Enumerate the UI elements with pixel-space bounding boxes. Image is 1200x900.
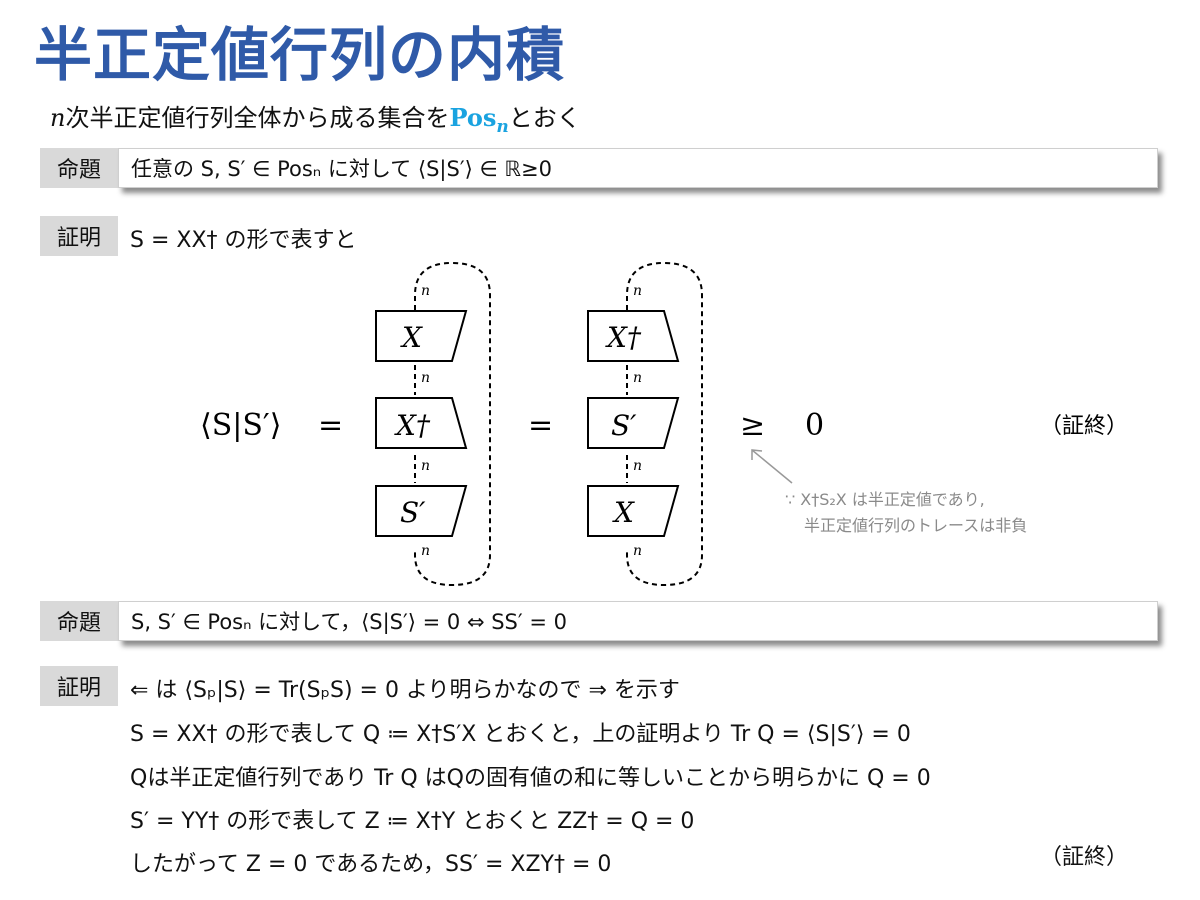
right-box-1-label: X† (605, 321, 642, 354)
qed-1: （証終） (1040, 414, 1128, 439)
wire-label-l4: n (421, 543, 430, 559)
note-line-1: ∵ X†S₂X は半正定値であり, (785, 490, 985, 509)
note-arrow (751, 449, 793, 484)
prop2-box: S, S′ ∈ Posₙ に対して，⟨S|S′⟩ = 0 ⇔ SS′ = 0 (118, 601, 1158, 641)
intro-var: n (50, 104, 66, 132)
left-box-1 (375, 310, 468, 362)
prop1-text: 任意の S, S′ ∈ Posₙ に対して ⟨S|S′⟩ ∈ ℝ≥0 (131, 157, 553, 181)
wire-label-l1: n (421, 283, 430, 299)
page-title: 半正定値行列の内積 (34, 21, 566, 89)
proof2-line-5: したがって Z = 0 であるため，SS′ = XZY† = 0 (130, 852, 612, 877)
wire-label-r2: n (633, 370, 642, 386)
left-loop (414, 261, 491, 587)
right-box-3 (587, 485, 680, 537)
proof1-tag: 証明 (40, 216, 118, 256)
right-loop (626, 261, 703, 587)
intro-line: n次半正定値行列全体から成る集合をPosnとおく (50, 98, 581, 137)
tensor-diagram: ⟨S|S′⟩ = = ≥ 0 X X† S′ X† S′ X n n n n n… (200, 261, 1128, 587)
right-box-2 (587, 397, 680, 449)
pos-subscript: n (496, 116, 509, 137)
left-box-3-label: S′ (400, 496, 426, 529)
prop2-text: S, S′ ∈ Posₙ に対して，⟨S|S′⟩ = 0 ⇔ SS′ = 0 (131, 610, 567, 634)
wire-label-r4: n (633, 543, 642, 559)
right-box-3-label: X (612, 496, 635, 529)
left-box-1-label: X (400, 321, 423, 354)
qed-2: （証終） (1040, 845, 1129, 870)
eq-sign-1: = (318, 408, 343, 443)
intro-text: 次半正定値行列全体から成る集合を (65, 104, 450, 132)
left-box-2 (375, 397, 468, 449)
left-box-3 (375, 485, 468, 537)
note-line-2: 半正定値行列のトレースは非負 (804, 516, 1027, 535)
prop1-tag: 命題 (40, 148, 118, 188)
intro-tail: とおく (508, 104, 581, 132)
prop1-box: 任意の S, S′ ∈ Posₙ に対して ⟨S|S′⟩ ∈ ℝ≥0 (118, 148, 1158, 188)
eq-sign-2: = (528, 408, 553, 443)
left-box-2-label: X† (394, 409, 431, 442)
right-box-1 (587, 310, 680, 362)
zero-value: 0 (805, 408, 824, 443)
proof2-line-1: ⇐ は ⟨Sₚ|S⟩ = Tr(SₚS) = 0 より明らかなので ⇒ を示す (130, 678, 680, 703)
lhs-expr: ⟨S|S′⟩ (200, 408, 281, 443)
proof2-line-4: S′ = YY† の形で表して Z ≔ X†Y とおくと ZZ† = Q = 0 (130, 809, 695, 834)
proof2-line-3: Qは半正定値行列であり Tr Q はQの固有値の和に等しいことから明らかに Q … (130, 766, 931, 791)
ge-sign: ≥ (740, 408, 765, 443)
proof2-line-2: S = XX† の形で表して Q ≔ X†S′X とおくと，上の証明より Tr … (130, 722, 911, 747)
proof1-text: S = XX† の形で表すと (130, 228, 357, 253)
wire-label-l3: n (421, 458, 430, 474)
wire-label-l2: n (421, 370, 430, 386)
wire-label-r3: n (633, 458, 642, 474)
right-box-2-label: S′ (611, 409, 637, 442)
proof2-tag: 証明 (40, 666, 118, 706)
pos-symbol: Pos (449, 103, 497, 132)
wire-label-r1: n (633, 283, 642, 299)
prop2-tag: 命題 (40, 601, 118, 641)
